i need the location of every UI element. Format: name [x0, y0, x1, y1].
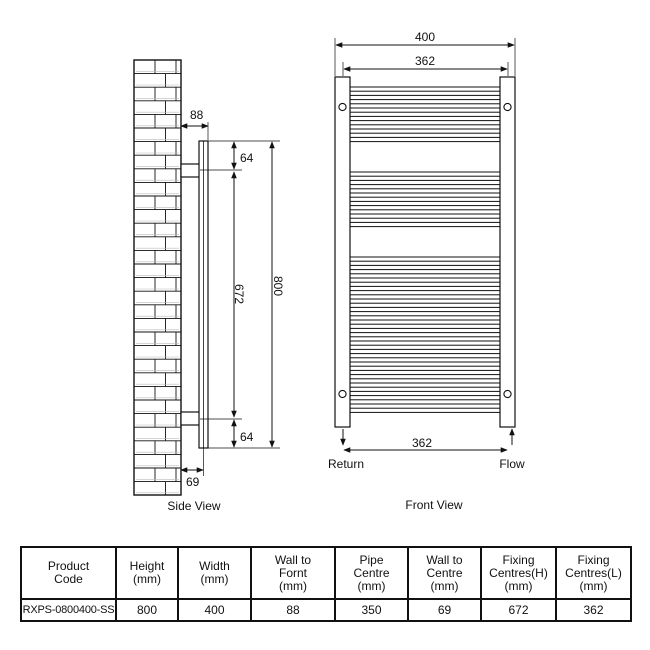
cell-product-code: RXPS-0800400-SS: [20, 598, 117, 622]
cell-fixing-centres-h: 672: [480, 598, 557, 622]
brick-wall: [133, 59, 182, 496]
header-pipe-centre: Pipe Centre (mm): [334, 546, 409, 600]
fixing-hole-top-left: [338, 102, 347, 112]
fixing-hole-top-right: [503, 102, 512, 112]
fixing-hole-bottom-left: [338, 389, 347, 399]
cell-width: 400: [177, 598, 252, 622]
header-product-code: Product Code: [20, 546, 117, 600]
front-view-caption: Front View: [405, 498, 462, 512]
cell-fixing-centres-l: 362: [555, 598, 632, 622]
top-bracket: [180, 163, 201, 178]
left-rail: [334, 76, 351, 428]
header-height: Height (mm): [115, 546, 179, 600]
height-label: 800: [271, 276, 285, 296]
header-fixing-centres-h: Fixing Centres(H) (mm): [480, 546, 557, 600]
spec-table-row: RXPS-0800400-SS 800 400 88 350 69 672 36…: [20, 598, 632, 622]
heating-bars: [349, 86, 501, 413]
side-view: 88 64 672 800 64 69 Side View: [133, 59, 285, 513]
cell-wall-to-centre: 69: [407, 598, 482, 622]
bottom-offset-label: 64: [240, 430, 254, 444]
header-width: Width (mm): [177, 546, 252, 600]
top-offset-label: 64: [240, 151, 254, 165]
cell-wall-to-front: 88: [250, 598, 336, 622]
bottom-centres-label: 362: [412, 436, 432, 450]
specification-table: Product Code Height (mm) Width (mm) Wall…: [20, 546, 632, 622]
right-rail: [499, 76, 516, 428]
bottom-bracket: [180, 411, 201, 426]
cell-pipe-centre: 350: [334, 598, 409, 622]
fixing-centres-label: 672: [232, 284, 246, 304]
overall-width-label: 400: [415, 30, 435, 44]
spec-table-header-row: Product Code Height (mm) Width (mm) Wall…: [20, 546, 632, 600]
wall-to-front-label: 88: [190, 108, 204, 122]
side-view-caption: Side View: [167, 499, 220, 513]
header-wall-to-centre: Wall to Centre (mm): [407, 546, 482, 600]
header-wall-to-front: Wall to Fornt (mm): [250, 546, 336, 600]
wall-to-centre-label: 69: [186, 475, 200, 489]
header-fixing-centres-l: Fixing Centres(L) (mm): [555, 546, 632, 600]
flow-label: Flow: [499, 457, 525, 471]
top-centres-label: 362: [415, 54, 435, 68]
technical-drawing: 88 64 672 800 64 69 Side View 400 362: [133, 30, 525, 513]
front-view: 400 362 362 Return Flow Front View: [328, 30, 525, 512]
fixing-hole-bottom-right: [503, 389, 512, 399]
return-label: Return: [328, 457, 364, 471]
cell-height: 800: [115, 598, 179, 622]
